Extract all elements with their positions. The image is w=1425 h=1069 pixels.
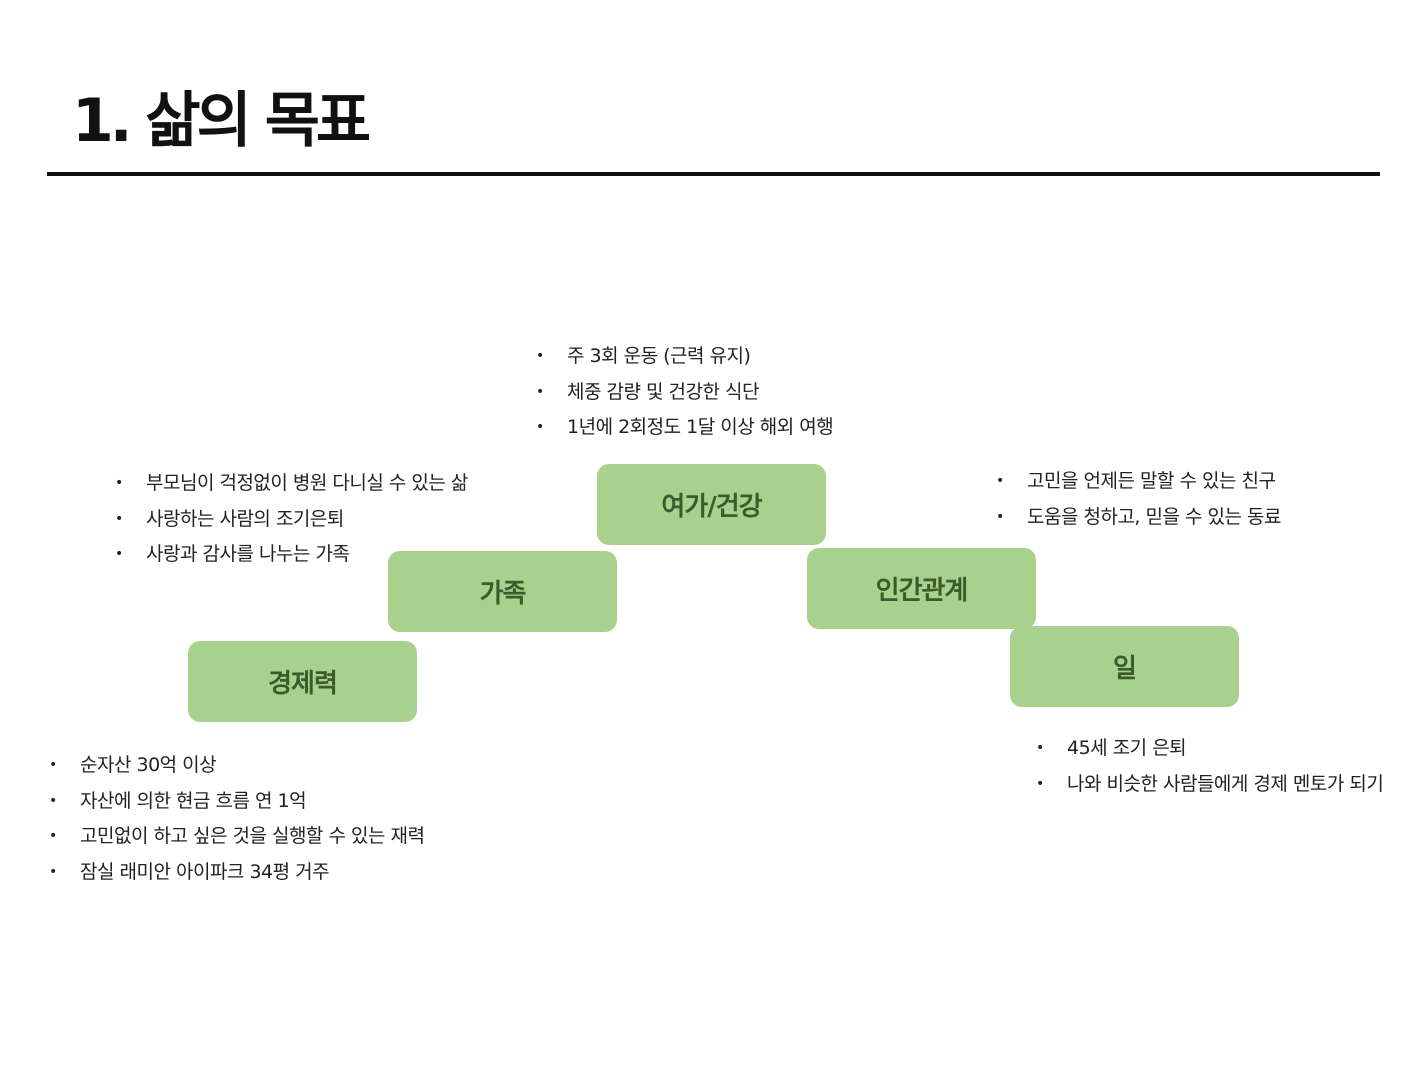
bullet-icon: • (49, 863, 57, 880)
list-item: • 잠실 래미안 아이파크 34평 거주 (49, 855, 424, 891)
bullet-icon: • (49, 792, 57, 809)
list-item: • 고민없이 하고 싶은 것을 실행할 수 있는 재력 (49, 819, 425, 855)
list-item-text: 순자산 30억 이상 (80, 754, 217, 776)
bullet-icon: • (1036, 740, 1044, 756)
page-title: 1. 삶의 목표 (72, 86, 371, 156)
list-item-text: 체중 감량 및 건강한 식단 (567, 380, 759, 403)
list-item: • 사랑과 감사를 나누는 가족 (115, 537, 468, 573)
list-item-text: 나와 비슷한 사람들에게 경제 멘토가 되기 (1067, 772, 1384, 795)
list-item-text: 고민없이 하고 싶은 것을 실행할 수 있는 재력 (80, 825, 425, 847)
goal-box-economy: 경제력 (188, 641, 417, 722)
bullet-icon: • (536, 383, 544, 400)
bullet-icon: • (996, 473, 1004, 489)
economy-list: • 순자산 30억 이상 • 자산에 의한 현금 흐름 연 1억 • 고민없이 하고 … (49, 748, 425, 891)
goal-box-leisure: 여가/건강 (597, 464, 826, 545)
list-item: • 순자산 30억 이상 (49, 748, 424, 784)
list-item: • 45세 조기 은퇴 (1036, 731, 1383, 767)
list-item-text: 고민을 언제든 말할 수 있는 친구 (1027, 470, 1276, 492)
work-list: • 45세 조기 은퇴 • 나와 비슷한 사람들에게 경제 멘토가 되기 (1036, 731, 1384, 803)
list-item: • 1년에 2회정도 1달 이상 해외 여행 (536, 410, 834, 446)
list-item-text: 사랑과 감사를 나누는 가족 (146, 543, 350, 565)
list-item: • 사랑하는 사람의 조기은퇴 (115, 502, 468, 538)
goal-box-work: 일 (1010, 626, 1239, 707)
list-item-text: 사랑하는 사람의 조기은퇴 (146, 507, 344, 530)
list-item: • 부모님이 걱정없이 병원 다니실 수 있는 삶 (115, 466, 468, 502)
list-item-text: 1년에 2회정도 1달 이상 해외 여행 (567, 416, 834, 438)
leisure-list: • 주 3회 운동 (근력 유지) • 체중 감량 및 건강한 식단 • 1년에 2회… (536, 339, 834, 446)
bullet-icon: • (1036, 775, 1044, 792)
list-item-text: 자산에 의한 현금 흐름 연 1억 (80, 789, 307, 812)
bullet-icon: • (115, 546, 123, 562)
goal-box-family: 가족 (388, 551, 617, 632)
list-item-text: 잠실 래미안 아이파크 34평 거주 (80, 860, 330, 883)
goal-box-relations: 인간관계 (807, 548, 1036, 629)
list-item: • 나와 비슷한 사람들에게 경제 멘토가 되기 (1036, 767, 1384, 803)
bullet-icon: • (536, 348, 544, 364)
list-item-text: 도움을 청하고, 믿을 수 있는 동료 (1027, 505, 1281, 528)
bullet-icon: • (996, 508, 1004, 525)
list-item: • 고민을 언제든 말할 수 있는 친구 (996, 464, 1281, 500)
list-item: • 주 3회 운동 (근력 유지) (536, 339, 833, 375)
list-item: • 도움을 청하고, 믿을 수 있는 동료 (996, 500, 1281, 536)
list-item-text: 부모님이 걱정없이 병원 다니실 수 있는 삶 (146, 472, 468, 494)
list-item: • 체중 감량 및 건강한 식단 (536, 375, 833, 411)
list-item-text: 주 3회 운동 (근력 유지) (567, 345, 751, 367)
bullet-icon: • (115, 475, 123, 491)
bullet-icon: • (536, 419, 544, 435)
bullet-icon: • (115, 510, 123, 527)
bullet-icon: • (49, 828, 57, 844)
family-list: •부모님이 걱정없이 병원 다니실 수 있는 삶 •사랑하는 사람의 조기은퇴 … (115, 466, 468, 573)
title-divider (47, 172, 1380, 176)
list-item: • 자산에 의한 현금 흐름 연 1억 (49, 784, 424, 820)
bullet-icon: • (49, 757, 57, 773)
list-item-text: 45세 조기 은퇴 (1067, 737, 1187, 759)
relations-list: • 고민을 언제든 말할 수 있는 친구 • 도움을 청하고, 믿을 수 있는 동료 (996, 464, 1281, 536)
